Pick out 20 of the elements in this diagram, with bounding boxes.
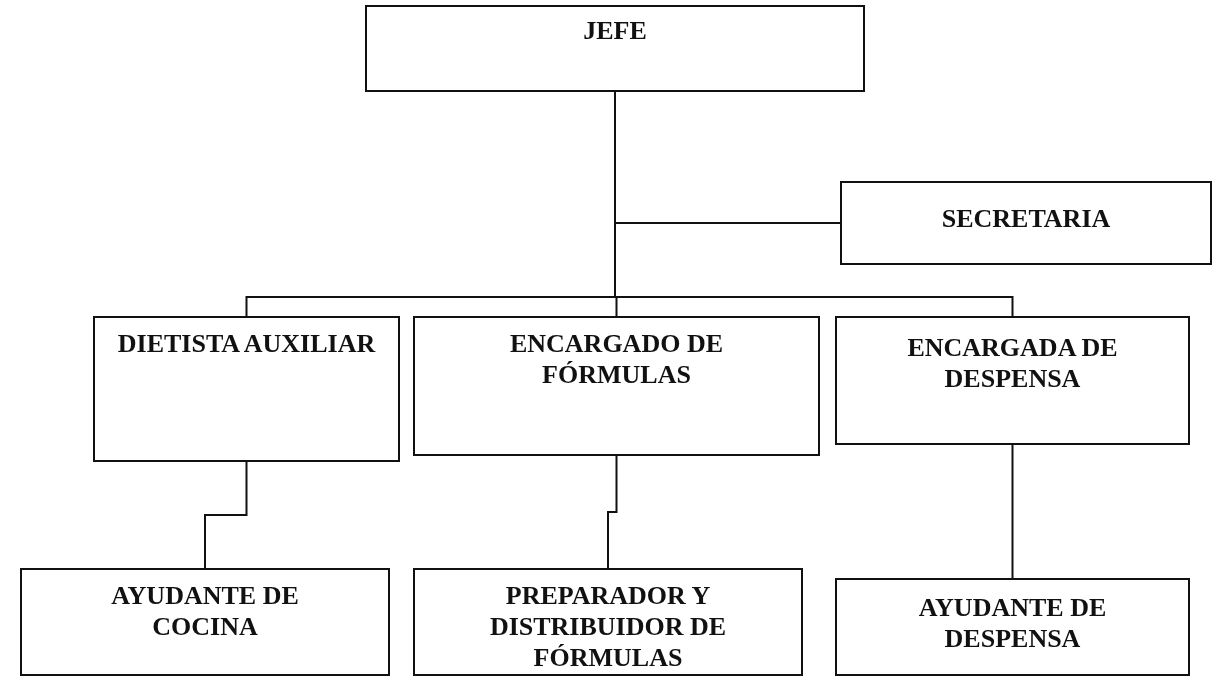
org-box [835, 578, 1190, 676]
role-label: SECRETARIA [940, 203, 1112, 234]
org-box [840, 181, 1212, 265]
connector-line [1011, 444, 1014, 579]
org-box [93, 316, 400, 462]
org-box [413, 568, 803, 676]
role-label: DIETISTA AUXILIAR [116, 328, 377, 359]
role-label: ENCARGADA DE DESPENSA [906, 332, 1119, 394]
org-box [413, 316, 820, 456]
org-box [20, 568, 390, 676]
org-box [835, 316, 1190, 445]
role-label: AYUDANTE DE COCINA [110, 580, 300, 642]
role-label: AYUDANTE DE DESPENSA [917, 592, 1108, 654]
connector-line [614, 91, 1014, 317]
role-label: PREPARADOR Y DISTRIBUIDOR DE FÓRMULAS [488, 580, 728, 673]
role-label: ENCARGADO DE FÓRMULAS [508, 328, 725, 390]
role-label: JEFE [582, 15, 648, 46]
connector-line [204, 461, 248, 569]
connector-line [607, 455, 618, 569]
org-box [365, 5, 865, 92]
